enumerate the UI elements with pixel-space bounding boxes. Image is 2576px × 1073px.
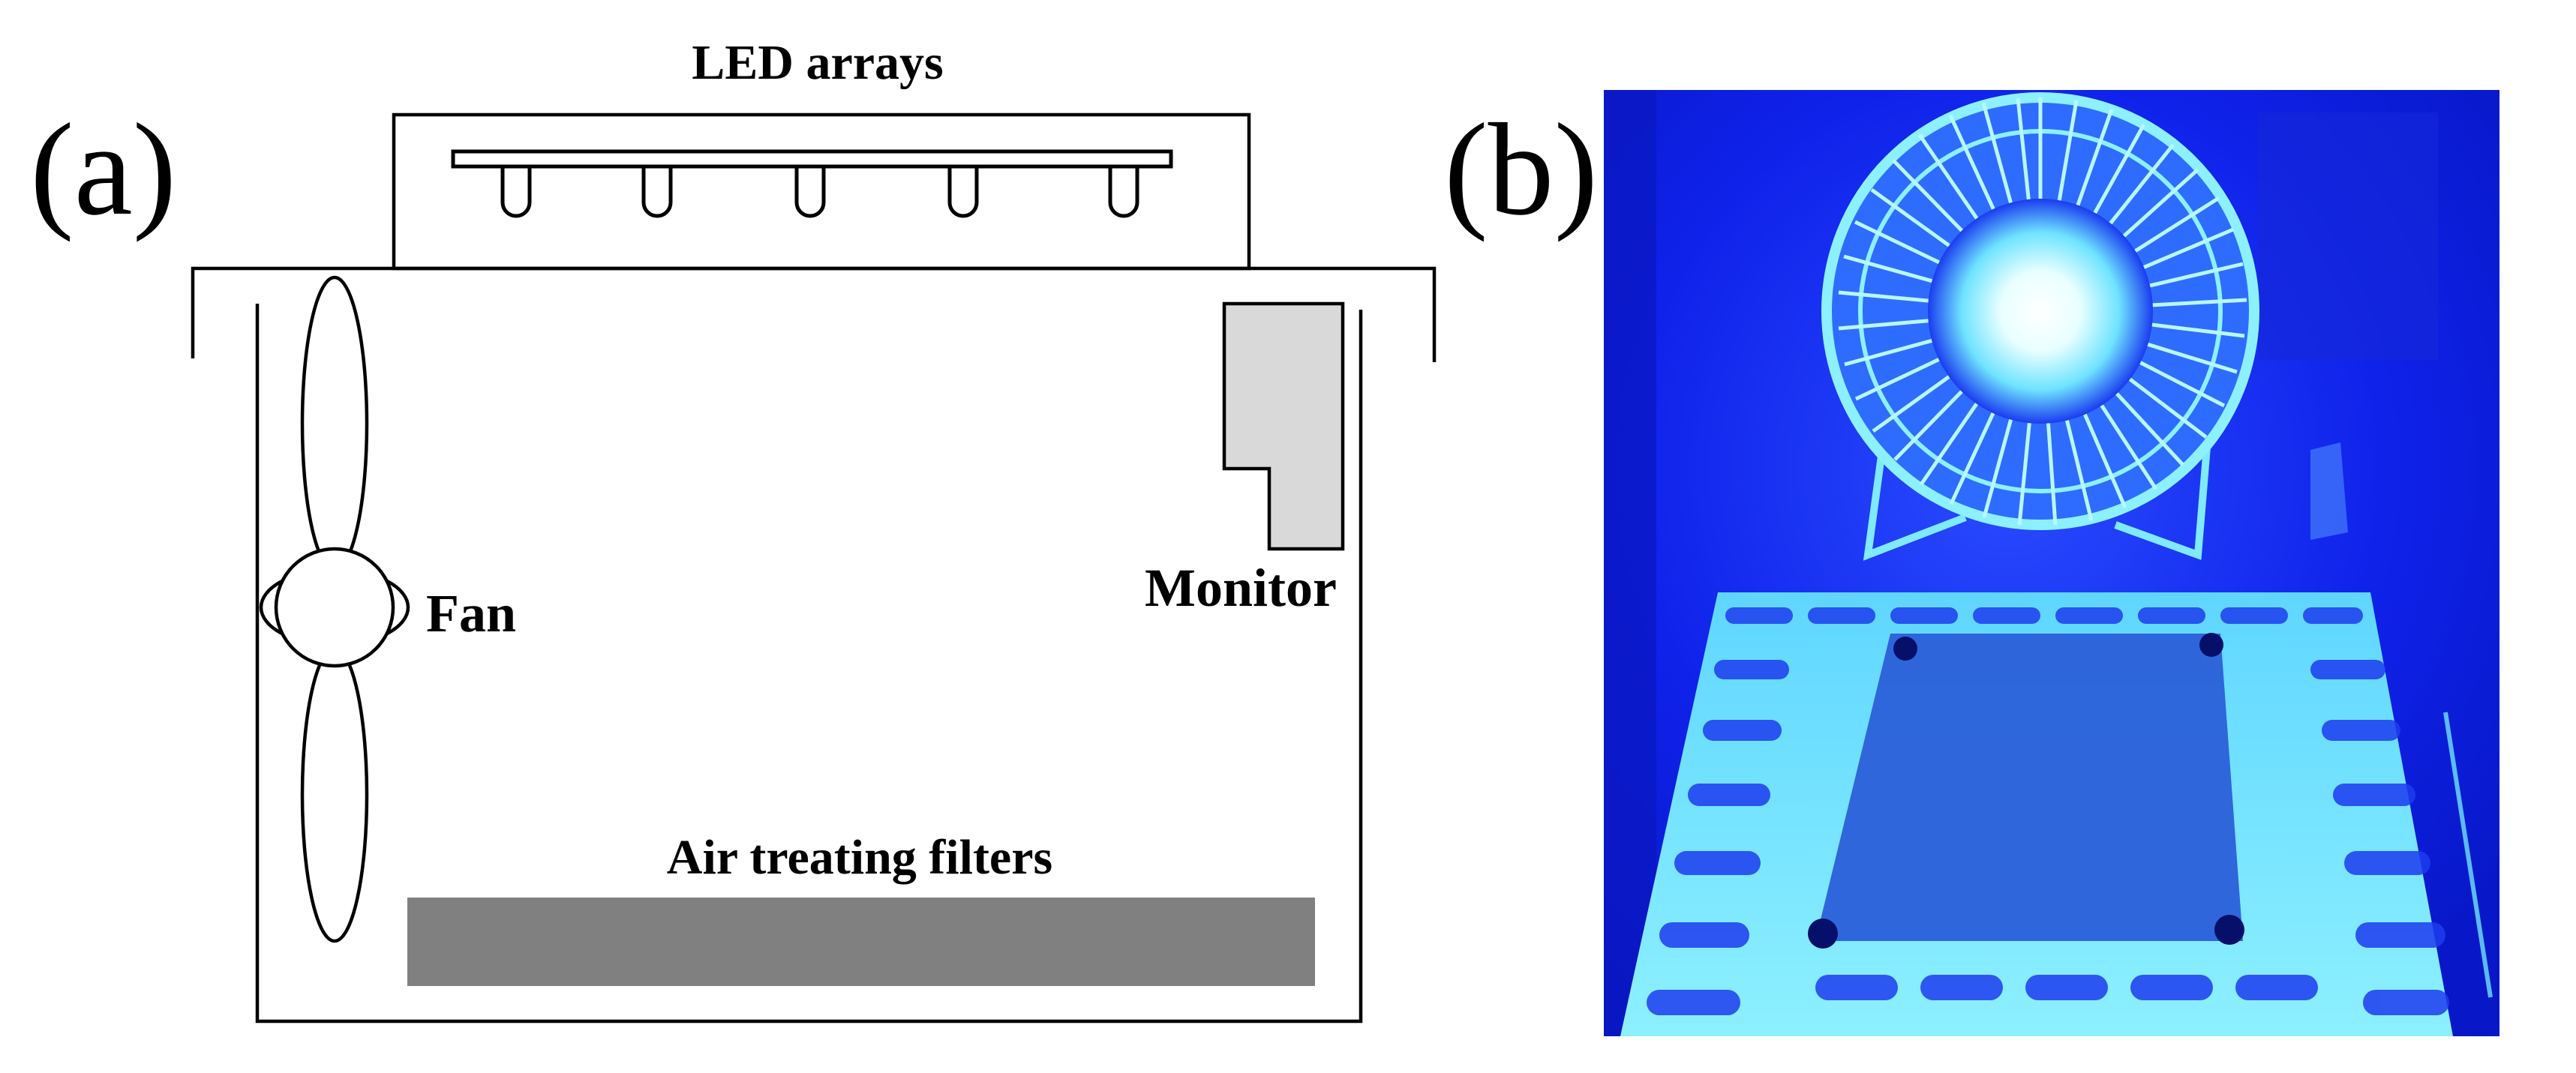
monitor-box [1222,301,1345,551]
fan [259,275,410,943]
led-2 [641,164,673,218]
air-filter [407,898,1315,986]
panel-a-label: (a) [30,97,176,243]
led-housing [392,112,1251,271]
led-bar [451,149,1173,169]
monitor-label: Monitor [1145,558,1337,618]
led-5 [1108,164,1139,218]
led-3 [794,164,826,218]
photo-fan [1821,92,2259,530]
filter-label: Air treating filters [667,830,1052,885]
led-array [500,164,1139,218]
fan-blade-top [300,275,369,572]
fan-hub [274,547,395,668]
led-4 [947,164,979,218]
photo-tray [1620,592,2453,1036]
photo-sample-plate [1815,634,2243,941]
panel-b-label: (b) [1444,97,1598,243]
chamber-photo [1604,90,2499,1036]
fan-label: Fan [426,583,516,643]
led-arrays-label: LED arrays [692,35,943,90]
fan-blade-bottom [300,646,369,943]
led-1 [500,164,532,218]
chamber-outline [191,266,1437,1024]
